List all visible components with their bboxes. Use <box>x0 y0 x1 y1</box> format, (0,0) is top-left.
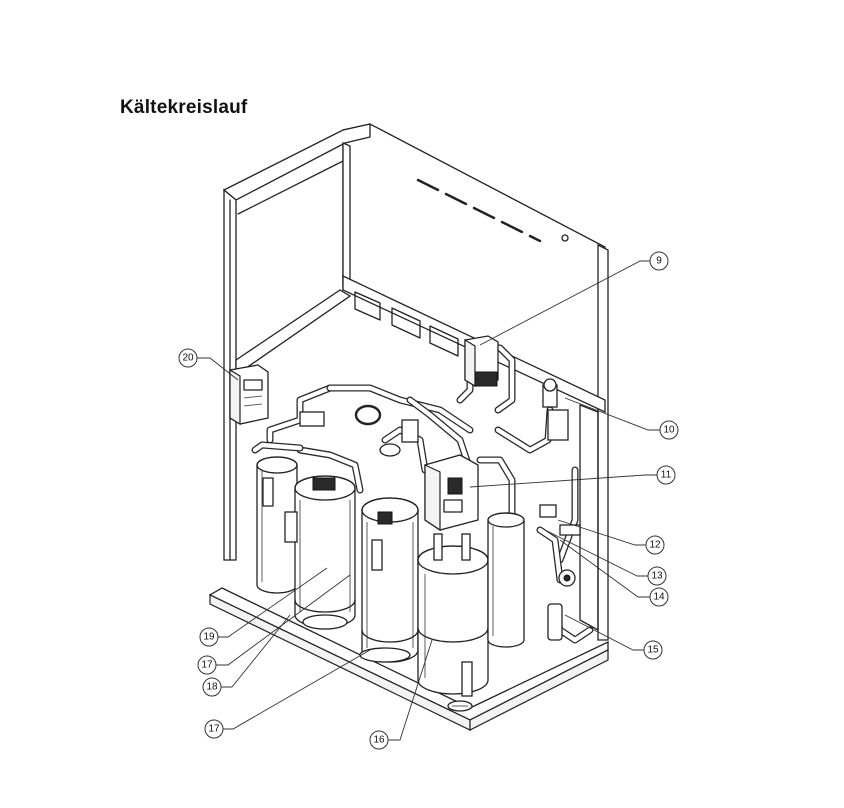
callout-9: 9 <box>649 251 669 271</box>
accumulator-tank <box>417 533 489 697</box>
svg-text:18: 18 <box>206 682 218 693</box>
housing-frame <box>208 123 609 731</box>
callout-17-upper: 17 <box>197 655 217 675</box>
svg-text:19: 19 <box>203 632 215 643</box>
callout-10: 10 <box>659 420 679 440</box>
callout-11: 11 <box>656 465 676 485</box>
valve-block <box>424 454 479 532</box>
callout-17-lower: 17 <box>204 719 224 739</box>
svg-text:13: 13 <box>651 571 663 582</box>
side-tank <box>487 512 525 648</box>
vent-slots <box>416 178 542 243</box>
base-drain <box>447 700 473 712</box>
svg-text:20: 20 <box>182 353 194 364</box>
callout-16: 16 <box>369 730 389 750</box>
callout-13: 13 <box>647 566 667 586</box>
callout-12: 12 <box>645 535 665 555</box>
expansion-valve <box>542 378 569 441</box>
callout-19: 19 <box>199 627 219 647</box>
compressor-2 <box>359 497 419 663</box>
filter-drier <box>547 603 563 641</box>
callout-15: 15 <box>643 640 663 660</box>
control-box <box>229 364 269 426</box>
svg-text:15: 15 <box>647 645 659 656</box>
svg-text:11: 11 <box>661 470 672 481</box>
svg-text:17: 17 <box>208 724 220 735</box>
callout-18: 18 <box>202 677 222 697</box>
svg-text:16: 16 <box>373 735 385 746</box>
page-title: Kältekreislauf <box>120 97 248 118</box>
svg-text:12: 12 <box>649 540 661 551</box>
sensors <box>539 504 581 587</box>
callout-20: 20 <box>178 348 198 368</box>
svg-text:9: 9 <box>656 256 662 267</box>
callouts: 9 10 11 12 13 14 15 16 <box>178 251 679 750</box>
callout-14: 14 <box>649 587 669 607</box>
svg-text:10: 10 <box>663 425 675 436</box>
svg-text:17: 17 <box>201 660 213 671</box>
compressor-1 <box>284 475 356 630</box>
cable-coils <box>299 404 419 457</box>
svg-text:14: 14 <box>653 592 665 603</box>
four-way-valve <box>464 335 499 388</box>
